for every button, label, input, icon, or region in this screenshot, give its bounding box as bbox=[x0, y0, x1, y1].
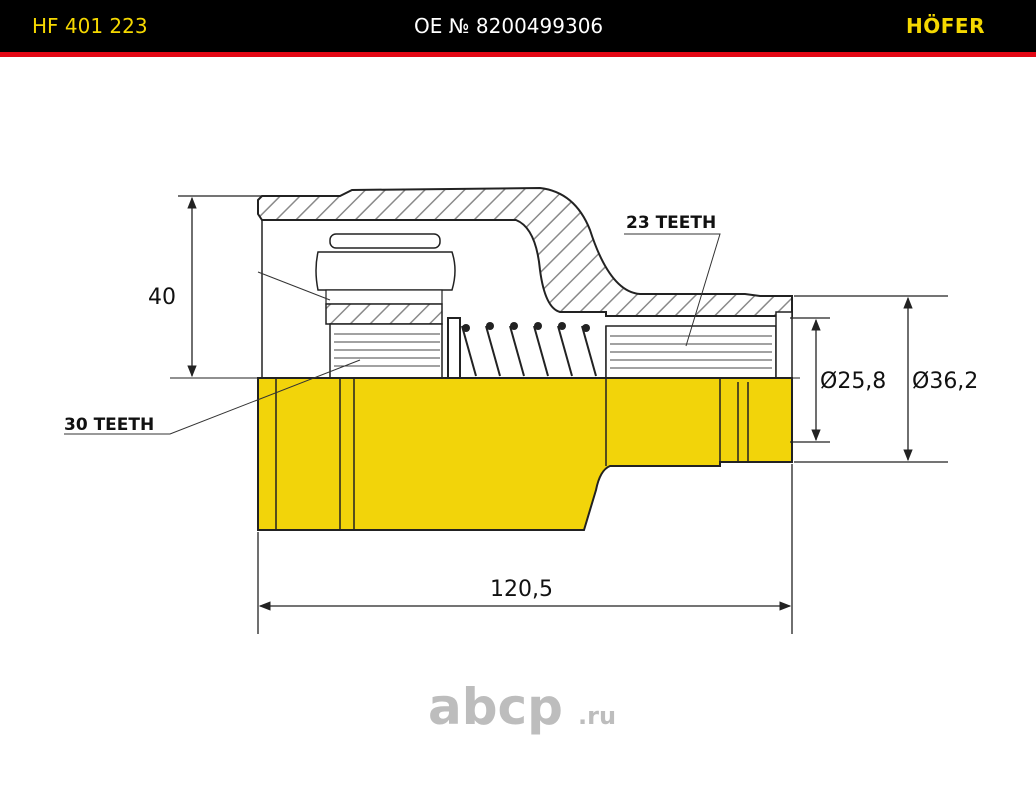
watermark-suffix: .ru bbox=[578, 702, 616, 730]
part-number: HF 401 223 bbox=[32, 14, 148, 38]
height-dimension bbox=[178, 195, 262, 378]
tripod-roller bbox=[315, 233, 456, 325]
header-bar bbox=[0, 0, 1036, 52]
inner-spline-callout: 30 TEETH bbox=[64, 415, 154, 435]
housing-body bbox=[257, 377, 793, 531]
coil-spring bbox=[447, 317, 597, 379]
inner-diameter-label: Ø25,8 bbox=[820, 369, 886, 394]
inner-spline-leader bbox=[64, 271, 361, 435]
housing-section bbox=[257, 186, 793, 317]
outer-spline-block bbox=[605, 311, 793, 379]
length-dimension bbox=[257, 464, 793, 634]
header-accent-stripe bbox=[0, 52, 1036, 57]
height-label: 40 bbox=[148, 285, 176, 310]
inner-diameter-dimension bbox=[790, 317, 830, 443]
oe-number: OE № 8200499306 bbox=[414, 14, 604, 38]
inner-spline-block bbox=[329, 323, 443, 379]
outer-diameter-dimension bbox=[794, 295, 948, 463]
outer-diameter-label: Ø36,2 bbox=[912, 369, 978, 394]
outer-spline-leader bbox=[624, 233, 721, 347]
watermark-logo: abcp .ru bbox=[428, 678, 616, 736]
outer-spline-callout: 23 TEETH bbox=[626, 213, 716, 233]
watermark-text: abcp bbox=[428, 678, 563, 736]
brand-logo: HÖFER bbox=[906, 14, 985, 38]
length-label: 120,5 bbox=[490, 577, 553, 602]
body-grooves bbox=[275, 378, 749, 530]
spring-coils bbox=[462, 322, 590, 332]
